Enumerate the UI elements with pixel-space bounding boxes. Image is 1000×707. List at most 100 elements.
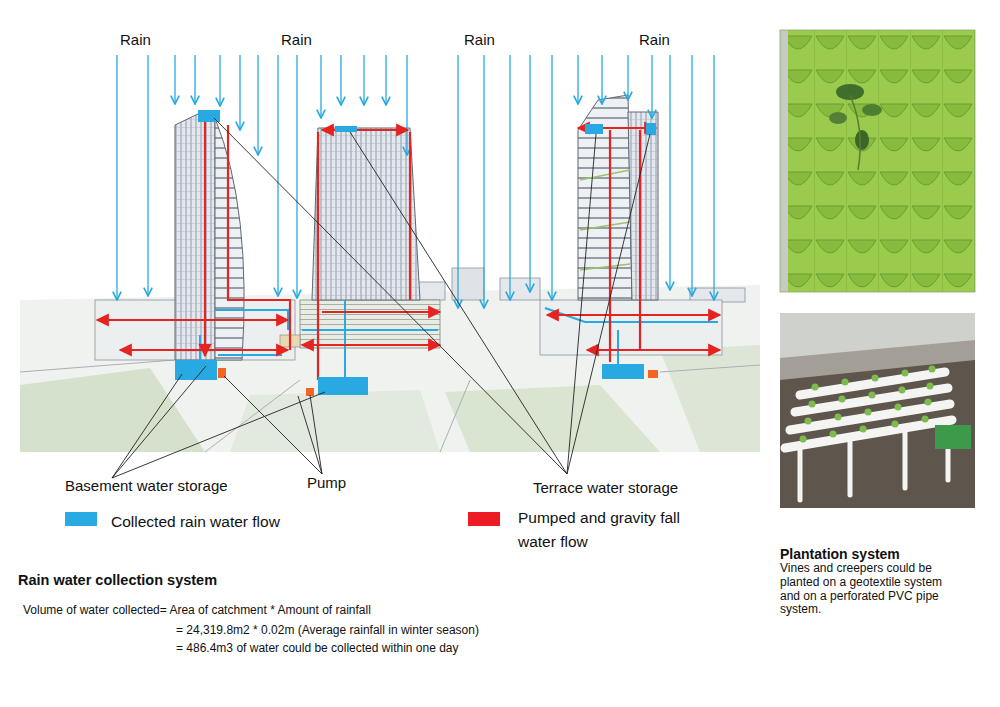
leader-lines: [112, 118, 650, 478]
seedling: [902, 370, 909, 377]
blue-flow-line: [218, 354, 282, 356]
soil-ground: [780, 313, 975, 508]
rain-arrow: [147, 55, 148, 296]
rain-arrow: [385, 55, 386, 105]
seedling: [842, 379, 849, 386]
seedling: [899, 387, 906, 394]
seedling: [872, 375, 879, 382]
red-flow-line: [639, 130, 641, 350]
rain-arrow: [340, 55, 341, 105]
leader-line: [112, 366, 206, 478]
pump: [306, 388, 314, 396]
pvc-leg: [848, 442, 853, 495]
red-flow-line: [120, 349, 288, 351]
seedling: [922, 416, 929, 423]
terrace-tank: [646, 123, 656, 135]
rain-arrow: [651, 55, 652, 118]
basement-tank: [602, 364, 644, 379]
seedling: [835, 414, 842, 421]
pump: [648, 370, 658, 378]
legend-swatch: [65, 512, 97, 526]
rain-arrow: [194, 55, 195, 104]
rain-arrow: [457, 55, 458, 308]
geotextile-photo: [780, 30, 975, 292]
rain-arrow: [320, 55, 321, 118]
rain-arrow: [116, 55, 117, 300]
seedlings: [800, 366, 936, 443]
blue-flow-line: [302, 329, 438, 331]
pvc-pipe: [785, 420, 952, 448]
rain-arrow: [577, 55, 578, 104]
rain-label: Rain: [120, 31, 151, 49]
blue-flow-line: [199, 335, 201, 362]
rain-arrow: [296, 55, 297, 298]
stepped-podium: [300, 300, 440, 348]
leader-line: [112, 374, 182, 478]
plant-leaf: [855, 130, 869, 150]
seedling: [925, 399, 932, 406]
leader-line: [112, 392, 325, 478]
seedling: [892, 421, 899, 428]
leader-line: [214, 118, 567, 474]
red-flow-line: [409, 132, 411, 300]
rain-label: Rain: [639, 31, 670, 49]
red-flow-line: [317, 132, 319, 380]
terrace-tank: [585, 124, 603, 134]
rain-arrow: [406, 55, 407, 155]
leader-line: [224, 376, 322, 474]
green-crate: [935, 425, 971, 449]
seedling: [865, 409, 872, 416]
rain-arrow: [691, 55, 692, 296]
green-balcony: [580, 170, 630, 180]
plant-leaf: [862, 104, 882, 116]
seedling: [812, 384, 819, 391]
rain-arrow: [174, 55, 175, 104]
buildings: [95, 95, 722, 360]
seedling: [805, 418, 812, 425]
rain-label: Rain: [281, 31, 312, 49]
leader-line: [310, 395, 322, 474]
formula-line: = 24,319.8m2 * 0.02m (Average rainfall i…: [176, 623, 479, 637]
rain-label: Rain: [464, 31, 495, 49]
callout-label: Pump: [307, 474, 346, 492]
right-tower: [578, 95, 632, 300]
leader-line: [298, 396, 322, 474]
green-balcony: [580, 264, 630, 270]
legend-label: Collected rain water flow: [111, 510, 371, 534]
photo-frame: [780, 30, 975, 292]
callout-label: Terrace water storage: [533, 479, 678, 497]
rain-arrow: [551, 55, 552, 300]
note-text: Vines and creepers could be planted on a…: [780, 562, 958, 617]
road-line: [20, 360, 175, 372]
red-flow-line: [97, 319, 288, 321]
rain-arrows: [117, 55, 714, 308]
seedling: [839, 396, 846, 403]
left-tower: [175, 113, 215, 360]
rain-arrow: [627, 55, 628, 100]
seedling: [929, 366, 936, 373]
terrace-tank: [335, 126, 357, 132]
rain-arrow: [509, 55, 510, 300]
distant-building: [452, 268, 484, 300]
basement-tank: [318, 377, 368, 395]
rain-arrow: [219, 55, 220, 106]
podium: [540, 300, 722, 355]
plant-leaf: [836, 84, 864, 100]
seedling: [927, 383, 934, 390]
distant-building: [500, 278, 540, 300]
red-flow-line: [302, 344, 440, 346]
pvc-leg: [903, 432, 908, 488]
grass-patch: [660, 345, 760, 452]
leader-line: [567, 134, 650, 474]
red-flow-line: [609, 130, 611, 362]
formula-line: Volume of water collected= Area of catch…: [23, 603, 371, 617]
road-line: [205, 380, 300, 452]
road-line: [660, 365, 760, 372]
seedling: [830, 431, 837, 438]
basement-tank: [175, 360, 217, 380]
seedling: [869, 392, 876, 399]
seedling: [860, 426, 867, 433]
photo-edge: [780, 30, 788, 292]
callout-label: Basement water storage: [65, 477, 228, 495]
leader-line: [350, 132, 567, 474]
